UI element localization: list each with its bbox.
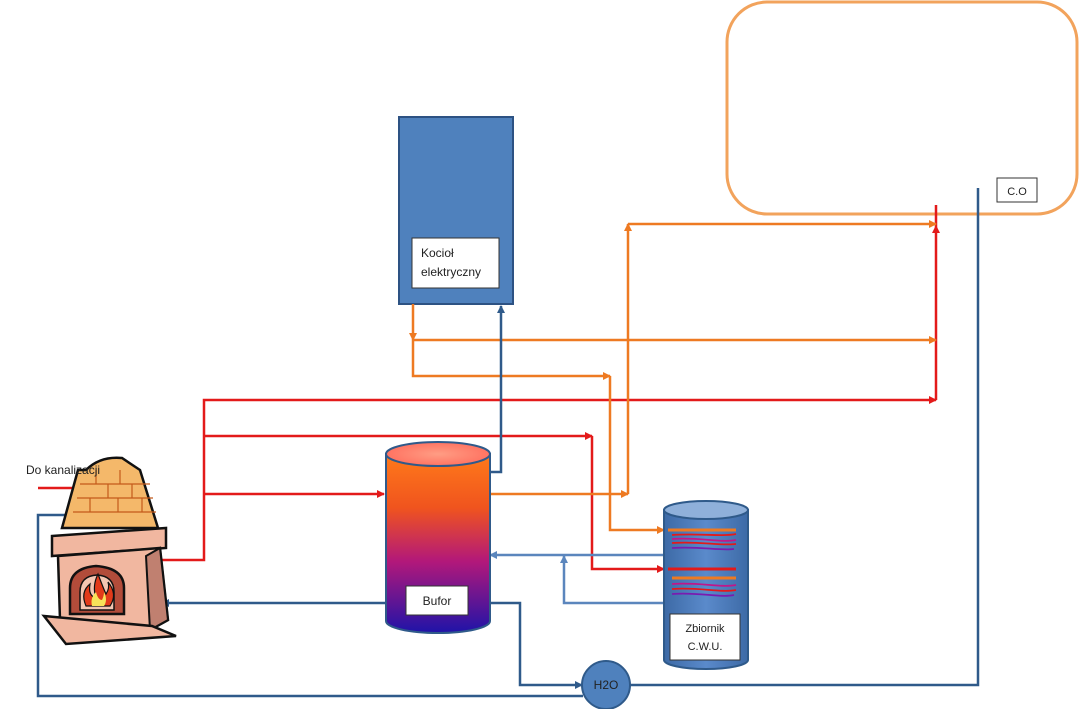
room-outline (725, 0, 1079, 216)
dhw-upper-coil (668, 528, 737, 551)
kanalizacja-label: Do kanalizacji (26, 463, 100, 477)
fireplace-icon (41, 456, 177, 646)
dhw-label-line1: Zbiornik (685, 623, 725, 635)
dhw-label-line2: C.W.U. (688, 641, 723, 653)
boiler-label-line2: elektryczny (421, 265, 481, 279)
cold-pipes (36, 188, 980, 698)
bufor-label: Bufor (423, 594, 452, 608)
dhw-tank: Zbiornik C.W.U. (663, 500, 749, 670)
h2o-label: H2O (594, 678, 619, 692)
buffer-tank: Bufor (385, 441, 491, 634)
co-label: C.O (1007, 186, 1027, 198)
boiler-label-line1: Kocioł (421, 246, 454, 260)
electric-boiler: Kocioł elektryczny (398, 116, 514, 305)
cold-light-pipes (489, 551, 664, 605)
dhw-lower-coil (668, 567, 737, 597)
co-label-box: C.O (996, 177, 1038, 203)
water-inlet: H2O (581, 660, 631, 709)
